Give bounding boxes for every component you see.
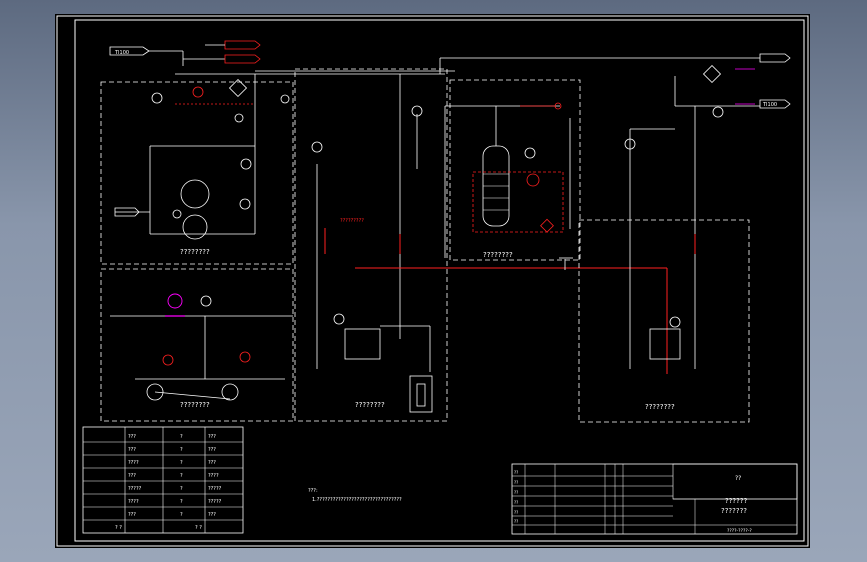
title-row-2: ?? [514,490,518,495]
legend-row-1-b: ? [180,447,183,453]
inner-border [74,19,805,542]
instrument-red-1 [192,86,204,98]
title-row-4: ?? [514,510,518,515]
title-row-1: ?? [514,480,518,485]
legend-row-5-c: ????? [208,499,222,505]
legend-header-right: ? ? [195,525,202,531]
cabinet-1 [409,375,433,413]
inlet-arrow-top-left: TI100 [109,46,150,56]
legend-row-0-a: ??? [128,434,136,440]
outer-border [56,15,809,547]
module-label-3: ???????? [355,401,385,409]
legend-row-2-c: ??? [208,460,216,466]
title-row-3: ?? [514,500,518,505]
instrument-magenta-1 [167,293,183,309]
outlet-arrow-right [759,99,791,109]
legend-row-4-c: ????? [208,486,222,492]
legend-row-1-a: ??? [128,447,136,453]
legend-row-4-b: ? [180,486,183,492]
module-box-4 [449,79,581,261]
legend-row-0-c: ??? [208,434,216,440]
legend-row-1-c: ??? [208,447,216,453]
module-label-2: ???????? [180,401,210,409]
module-box-3 [294,68,448,422]
pump-4 [221,383,239,401]
note-title: ???: [308,488,318,494]
pump-3 [146,383,164,401]
tank-2 [649,328,681,360]
outlet-label: TI100 [762,102,777,108]
outlet-arrow-right-top [759,53,791,63]
title-row-0: ?? [514,470,518,475]
side-inlet-arrow [114,207,140,217]
legend-row-2-b: ? [180,460,183,466]
pump-1 [180,179,210,209]
title-block-sheet-no: ????-????-? [727,528,752,534]
title-row-5: ?? [514,519,518,524]
title-block-scale: ?? [735,475,741,482]
legend-row-3-c: ???? [208,473,219,479]
module-box-5 [578,219,750,423]
legend-row-6-a: ??? [128,512,136,518]
legend-row-3-a: ??? [128,473,136,479]
legend-table: ??? ? ??? ??? ? ??? ???? ? ??? ??? ? ???… [82,426,244,534]
module-label-4: ???????? [483,251,513,259]
title-block-drawing-name: ??????? [721,507,747,515]
note-line-1: 1.???????????????????????????????? [312,497,402,503]
red-outlet-tag-2 [224,54,261,64]
legend-row-3-b: ? [180,473,183,479]
title-block: ?? ?????? ??????? ????-????-? ?? ?? ?? ?… [511,463,798,535]
inlet-label: TI100 [114,50,129,56]
drawing-sheet: TI100 TI100 ???????? ???????? ???????? [55,14,810,548]
legend-header-left: ? ? [115,525,122,531]
legend-row-4-a: ????? [128,486,142,492]
legend-row-6-b: ? [180,512,183,518]
red-note: ????????? [340,218,364,224]
module-box-2 [100,268,294,422]
legend-row-5-b: ? [180,499,183,505]
module-box-1 [100,81,294,265]
red-outlet-tag-1 [224,40,261,50]
pid-diagram: TI100 TI100 ???????? ???????? ???????? [56,15,809,547]
legend-row-2-a: ???? [128,460,139,466]
title-block-project: ?????? [725,497,748,505]
legend-row-6-c: ??? [208,512,216,518]
module-label-1: ???????? [180,248,210,256]
tank-1 [344,328,381,360]
instrument-circle-1 [151,92,163,104]
legend-row-5-a: ???? [128,499,139,505]
red-dashed-boundary [472,171,564,233]
module-label-5: ???????? [645,403,675,411]
legend-row-0-b: ? [180,434,183,440]
pump-2 [182,214,208,240]
